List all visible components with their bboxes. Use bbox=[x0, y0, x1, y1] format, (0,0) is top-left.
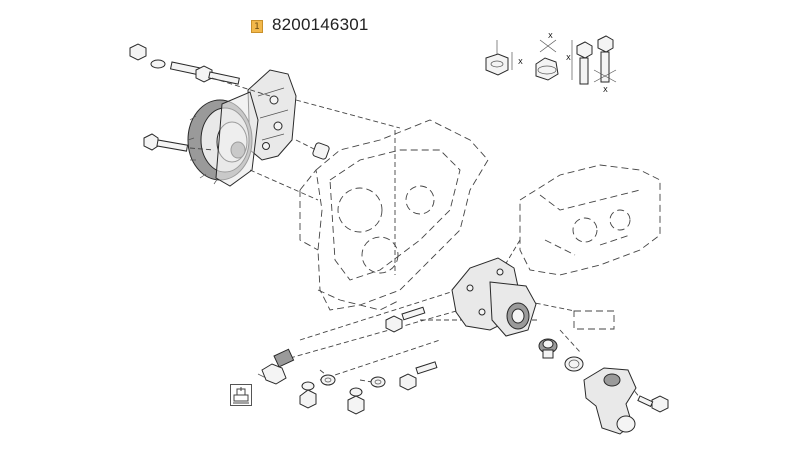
tool-icon[interactable] bbox=[230, 384, 252, 406]
drain-plug-2 bbox=[320, 374, 336, 386]
washer bbox=[370, 376, 386, 388]
pump-bolt-long bbox=[129, 43, 240, 85]
housing-bolt bbox=[385, 306, 426, 333]
drain-plug-3 bbox=[347, 387, 365, 415]
thermostat-housing bbox=[451, 257, 537, 337]
engine-block-outline bbox=[299, 119, 489, 311]
cylinder-head-outline bbox=[519, 164, 661, 330]
tool-icon-glyph bbox=[233, 387, 249, 404]
outlet-elbow-cover bbox=[583, 367, 637, 435]
temperature-sensor bbox=[257, 348, 295, 385]
legend-axis-label: X bbox=[548, 32, 553, 40]
water-pump-assembly bbox=[187, 69, 297, 187]
sealing-ring bbox=[564, 356, 584, 372]
callout-index-badge[interactable]: 1 bbox=[251, 20, 263, 33]
legend-axis-label: X bbox=[518, 58, 523, 66]
outlet-bolt bbox=[637, 395, 669, 413]
fastener-legend-icon: X X X X bbox=[485, 32, 617, 94]
thermostat-valve bbox=[538, 338, 558, 359]
pump-bolt-short bbox=[143, 133, 189, 152]
dowel-pin bbox=[312, 142, 330, 160]
legend-axis-label: X bbox=[603, 86, 608, 94]
drain-plug-1 bbox=[299, 381, 317, 409]
part-number-label[interactable]: 8200146301 bbox=[272, 15, 369, 34]
lower-bolt bbox=[399, 361, 438, 391]
legend-axis-label: X bbox=[566, 54, 571, 62]
